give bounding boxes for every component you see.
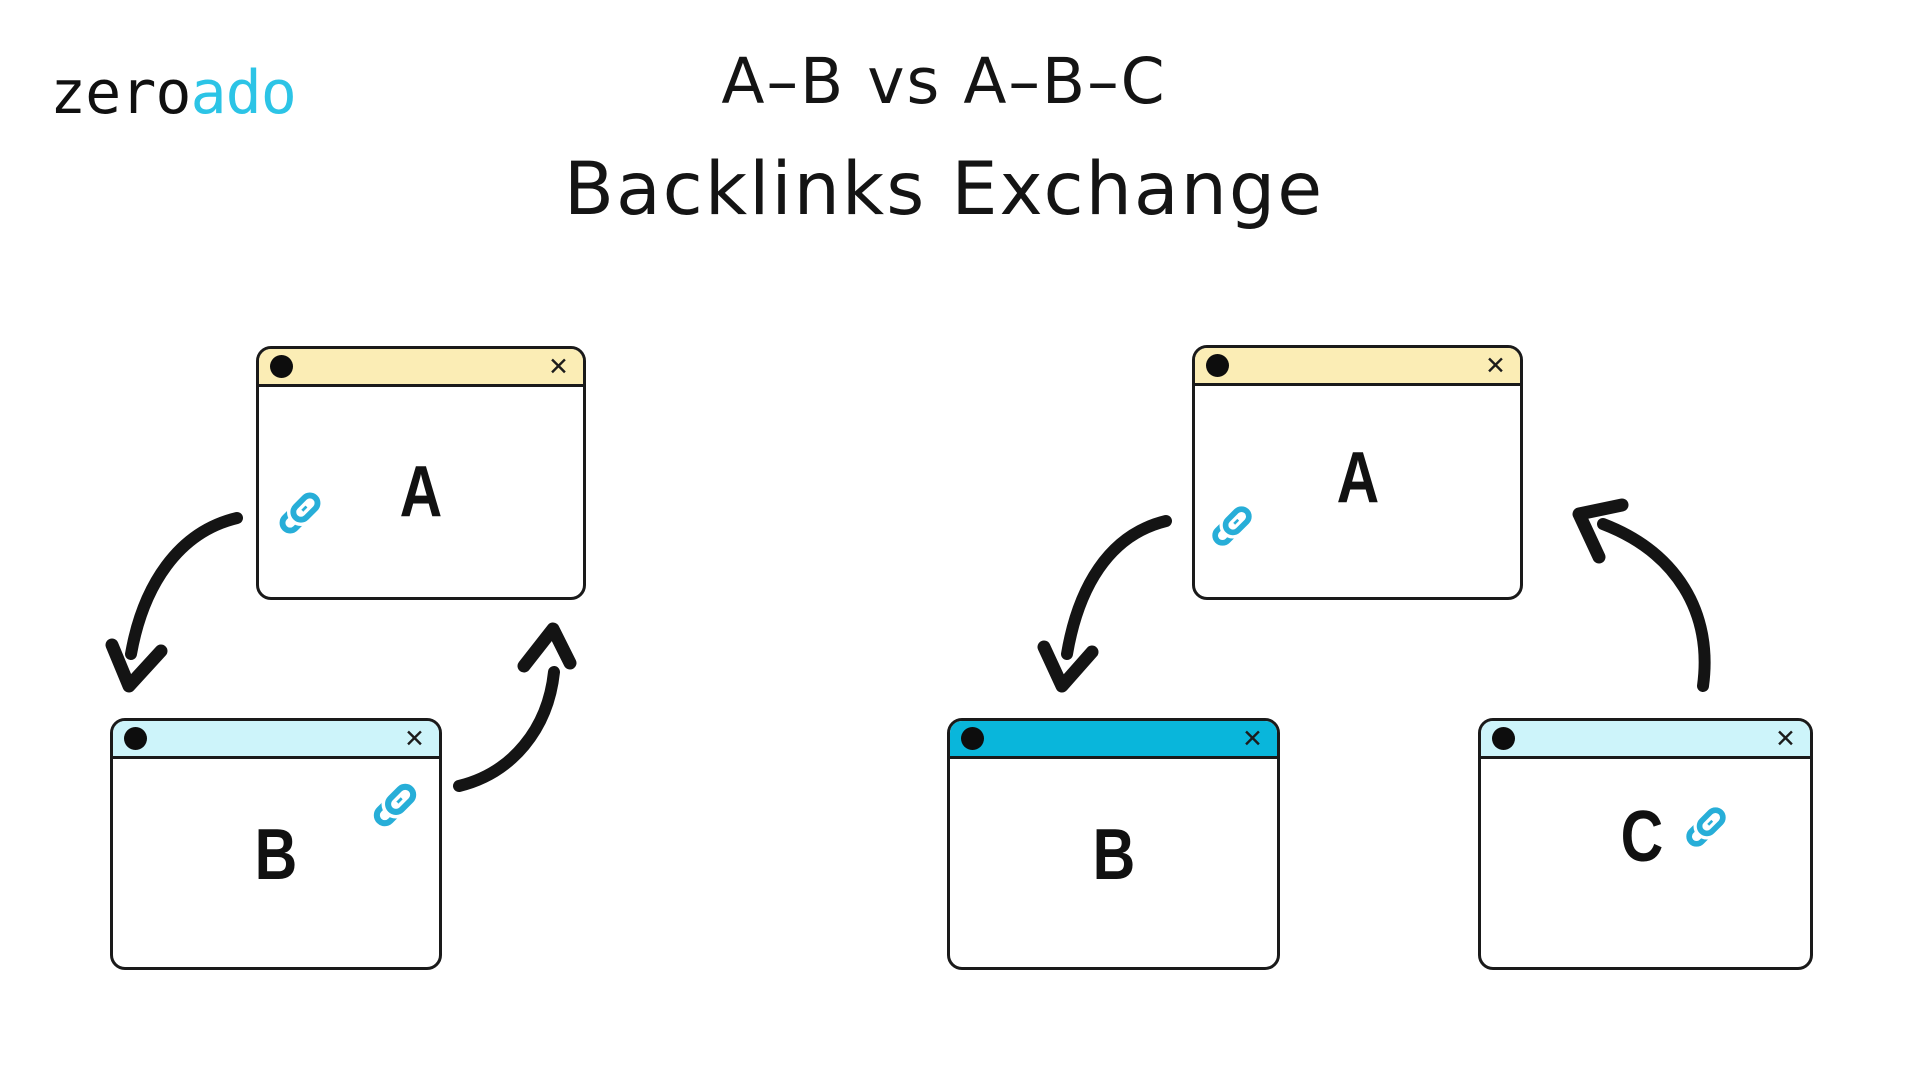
- window-a-left-titlebar: ✕: [259, 349, 583, 387]
- close-icon: ✕: [1242, 724, 1263, 753]
- link-icon: [1206, 500, 1258, 552]
- title-line-1: A–B vs A–B–C: [721, 45, 1167, 118]
- window-a-left: ✕ A: [256, 346, 586, 600]
- link-icon: [367, 777, 423, 833]
- window-b-left: ✕ B: [110, 718, 442, 970]
- window-label: B: [1092, 815, 1135, 895]
- logo-black-text: zero: [50, 58, 191, 128]
- window-c-right: ✕ C: [1478, 718, 1813, 970]
- logo-accent-text: ado: [190, 58, 297, 128]
- window-b-right: ✕ B: [947, 718, 1280, 970]
- window-label: A: [399, 452, 443, 532]
- close-icon: ✕: [404, 724, 425, 753]
- window-label: A: [1336, 437, 1379, 518]
- close-icon: ✕: [1775, 724, 1796, 753]
- window-b-right-titlebar: ✕: [950, 721, 1277, 759]
- window-c-right-titlebar: ✕: [1481, 721, 1810, 759]
- window-dot-icon: [1206, 354, 1229, 377]
- close-icon: ✕: [548, 352, 569, 381]
- window-a-right-content: A: [1195, 386, 1520, 597]
- arrow-b-to-a-left: [453, 622, 577, 792]
- window-b-right-content: B: [950, 759, 1277, 967]
- arrow-a-to-b-left: [105, 512, 243, 693]
- page-title: A–B vs A–B–C Backlinks Exchange: [564, 44, 1324, 234]
- window-dot-icon: [1492, 727, 1515, 750]
- window-c-right-content: C: [1481, 759, 1810, 967]
- title-line-2: Backlinks Exchange: [563, 147, 1325, 232]
- close-icon: ✕: [1485, 351, 1506, 380]
- window-dot-icon: [270, 355, 293, 378]
- window-a-right: ✕ A: [1192, 345, 1523, 600]
- window-a-right-titlebar: ✕: [1195, 348, 1520, 386]
- window-label: B: [254, 815, 298, 895]
- window-dot-icon: [961, 727, 984, 750]
- link-icon: [273, 486, 327, 540]
- logo: zeroado: [50, 58, 297, 128]
- arrow-c-to-a-right: [1572, 498, 1711, 692]
- window-label: C: [1620, 797, 1663, 877]
- link-icon: [1680, 801, 1732, 853]
- window-dot-icon: [124, 727, 147, 750]
- window-a-left-content: A: [259, 387, 583, 597]
- arrow-a-to-b-right: [1037, 515, 1172, 693]
- window-b-left-titlebar: ✕: [113, 721, 439, 759]
- window-b-left-content: B: [113, 759, 439, 967]
